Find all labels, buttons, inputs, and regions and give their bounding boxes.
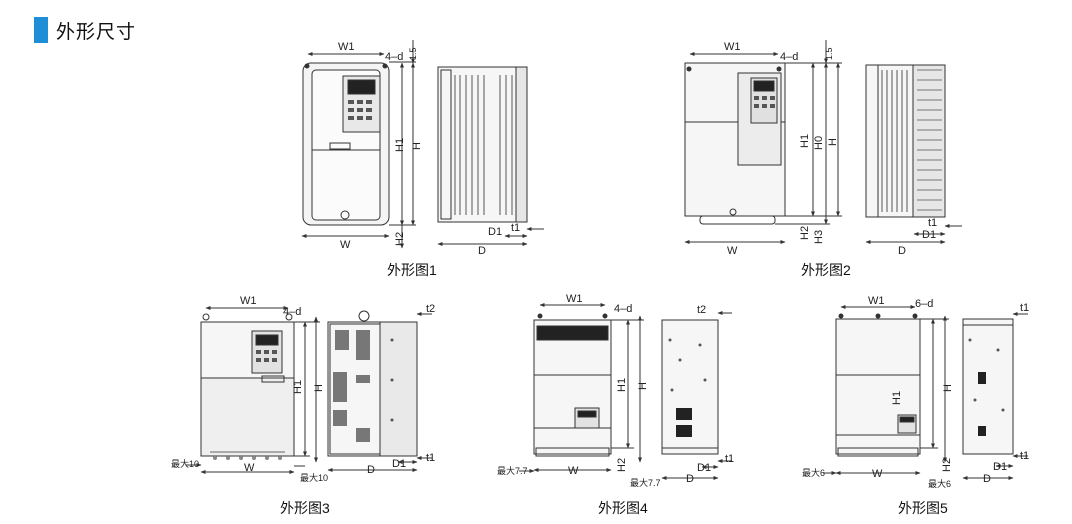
fig5-label-h1: H1 <box>891 391 903 405</box>
fig2-label-hole: 4–d <box>780 51 798 63</box>
fig4-label-w1: W1 <box>566 293 583 305</box>
fig3-label-d: D <box>367 464 375 476</box>
fig5-label-t1: t1 <box>1020 450 1029 462</box>
fig4-label-t2: t2 <box>697 304 706 316</box>
figure-1 <box>301 40 544 249</box>
fig2-caption: 外形图2 <box>801 262 851 278</box>
fig5-label-w1: W1 <box>868 295 885 307</box>
fig4-label-h1: H1 <box>616 378 628 392</box>
title-accent-bar <box>34 17 48 43</box>
fig4-label-d: D <box>686 473 694 485</box>
fig4-label-d1: D1 <box>697 462 711 474</box>
fig3-label-h: H <box>313 384 325 392</box>
fig3-label-w: W <box>244 462 255 474</box>
figure-5 <box>823 305 1028 480</box>
fig3-label-d1: D1 <box>392 458 406 470</box>
fig4-label-h: H <box>637 382 649 390</box>
fig5-label-t1-top: t1 <box>1020 302 1029 314</box>
fig5-label-w: W <box>872 468 883 480</box>
fig1-caption: 外形图1 <box>387 262 437 278</box>
section-header: 外形尺寸 <box>34 16 136 44</box>
fig4-front-body <box>533 319 612 455</box>
figure-2 <box>684 40 962 244</box>
fig5-caption: 外形图5 <box>898 500 948 516</box>
fig3-label-max-right: 最大10 <box>300 472 328 483</box>
fig3-label-h1: H1 <box>292 380 304 394</box>
fig1-label-hole: 4–d <box>385 51 403 63</box>
fig4-label-w: W <box>568 465 579 477</box>
fig2-label-h0: H0 <box>813 136 825 150</box>
fig5-label-max-right: 最大6 <box>928 478 951 489</box>
fig5-label-max-left: 最大6 <box>802 467 825 478</box>
fig1-label-t1: t1 <box>511 222 520 234</box>
figure-3 <box>186 306 432 474</box>
fig3-label-t1: t1 <box>426 452 435 464</box>
fig1-label-d1: D1 <box>488 226 502 238</box>
fig3-caption: 外形图3 <box>280 500 330 516</box>
fig2-label-w: W <box>727 245 738 257</box>
fig5-label-h2: H2 <box>941 458 953 472</box>
fig3-label-w1: W1 <box>240 295 257 307</box>
fig1-label-w: W <box>340 239 351 251</box>
fig2-label-h3: H3 <box>813 230 825 244</box>
fig2-label-w1: W1 <box>724 41 741 53</box>
fig4-label-max-right: 最大7.7 <box>630 477 661 488</box>
fig5-label-d1: D1 <box>993 461 1007 473</box>
section-title: 外形尺寸 <box>56 21 137 43</box>
fig5-front-body <box>835 318 921 455</box>
fig3-label-max-left: 最大10 <box>171 458 199 469</box>
fig4-label-hole: 4–d <box>614 303 632 315</box>
fig5-side-body <box>962 318 1014 455</box>
fig2-label-h1: H1 <box>799 134 811 148</box>
fig1-label-w1: W1 <box>338 41 355 53</box>
fig1-label-d: D <box>478 245 486 257</box>
fig2-label-d: D <box>898 245 906 257</box>
fig5-label-h: H <box>942 384 954 392</box>
fig1-label-h: H <box>411 142 423 150</box>
fig1-label-top: 1.5 <box>408 47 418 60</box>
fig1-label-h2: H2 <box>394 232 406 246</box>
fig4-label-max-left: 最大7.7 <box>497 465 528 476</box>
fig2-label-t1: t1 <box>928 217 937 229</box>
fig5-label-hole: 6–d <box>915 298 933 310</box>
fig2-label-top: 1.5 <box>824 47 834 60</box>
fig1-label-h1: H1 <box>394 138 406 152</box>
fig4-label-h2: H2 <box>616 458 628 472</box>
fig3-label-hole: 4–d <box>283 306 301 318</box>
fig2-label-h2: H2 <box>799 226 811 240</box>
fig2-label-d1: D1 <box>922 229 936 241</box>
fig4-caption: 外形图4 <box>598 500 648 516</box>
fig5-label-d: D <box>983 473 991 485</box>
figure-4 <box>519 303 732 480</box>
fig3-label-t2: t2 <box>426 303 435 315</box>
fig4-label-t1: t1 <box>725 453 734 465</box>
fig2-label-h: H <box>827 138 839 146</box>
